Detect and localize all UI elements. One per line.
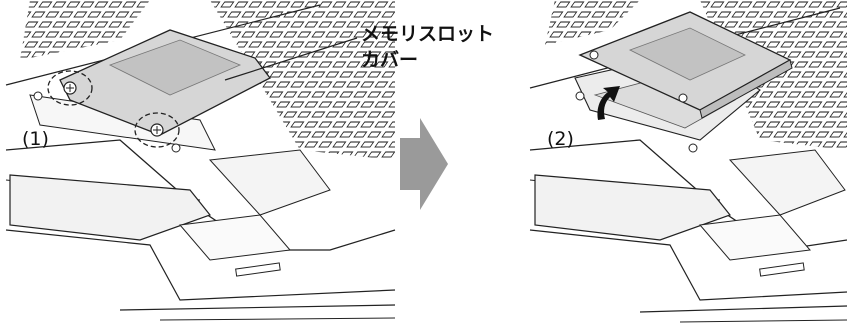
step-2-label: (2) [547, 128, 574, 150]
screw-icon [134, 112, 180, 148]
step-1-label: (1) [22, 128, 49, 150]
callout-line-2: カバー [361, 49, 419, 71]
callout-leader-line [224, 37, 358, 81]
curved-up-arrow-icon [597, 86, 620, 120]
laptop-bottom-before [5, 0, 396, 331]
right-arrow-icon [400, 118, 448, 210]
callout-line-1: メモリスロット [361, 23, 495, 45]
screw-icon [47, 70, 93, 106]
memory-slot-cover-callout: メモリスロット カバー [361, 21, 494, 73]
laptop-bottom-after [529, 0, 847, 331]
